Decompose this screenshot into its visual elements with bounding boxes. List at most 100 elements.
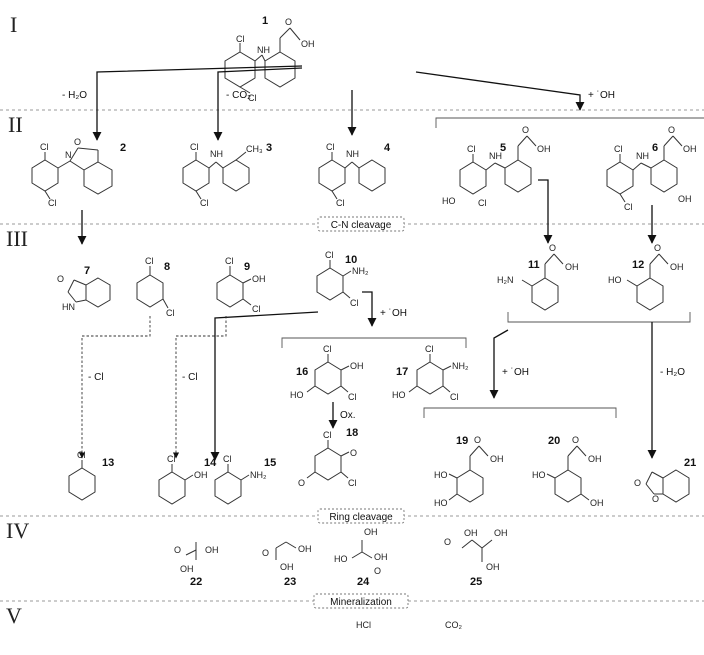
label-hydroxylation-3: + ˙OH [502,367,529,378]
compound-10: Cl NH₂ Cl 10 [316,250,369,308]
svg-text:O: O [74,137,81,147]
svg-text:Cl: Cl [350,298,359,308]
label-dehydration-2: - H₂O [660,367,685,378]
svg-text:NH: NH [636,151,649,161]
svg-text:24: 24 [357,576,370,588]
svg-text:Cl: Cl [200,198,209,208]
label-dechlorination-1: - Cl [88,372,104,383]
svg-text:OH: OH [205,545,219,555]
compound-4: NH Cl Cl 4 [318,142,391,208]
compound-9: Cl OH Cl 9 [216,256,266,314]
svg-text:19: 19 [456,435,468,447]
svg-text:HO: HO [532,470,546,480]
compound-15: Cl NH₂ 15 [214,454,276,505]
svg-text:OH: OH [180,564,194,574]
svg-text:20: 20 [548,435,560,447]
svg-text:HO: HO [290,390,304,400]
svg-text:22: 22 [190,576,202,588]
svg-text:HO: HO [392,390,406,400]
svg-text:HO: HO [334,554,348,564]
svg-text:Cl: Cl [624,202,633,212]
svg-text:6: 6 [652,142,658,154]
svg-text:NH: NH [346,149,359,159]
svg-text:O: O [668,125,675,135]
stage-label-4: IV [6,518,29,543]
arrows-from-10 [210,291,377,461]
svg-text:CH₃: CH₃ [246,144,263,154]
svg-text:5: 5 [500,142,506,154]
svg-text:OH: OH [683,144,697,154]
compound-22: O OH OH 22 [174,542,219,588]
compound-14: Cl OH 14 [158,454,217,505]
svg-text:Cl: Cl [236,34,245,44]
compound-24: OH HO OH O 24 [334,527,388,588]
arrows-from-11-12 [489,322,657,459]
compound-17: Cl NH₂ Cl HO 17 [392,344,469,402]
svg-text:Cl: Cl [190,142,199,152]
svg-text:OH: OH [588,454,602,464]
stage-label-5: V [6,603,22,628]
svg-text:Cl: Cl [145,256,154,266]
svg-text:OH: OH [374,552,388,562]
svg-text:HO: HO [434,498,448,508]
svg-text:O: O [652,494,659,504]
arrows-from-1 [92,65,585,141]
svg-text:Cl: Cl [478,198,487,208]
product-co2: CO₂ [445,620,463,630]
svg-text:3: 3 [266,142,272,154]
svg-text:O: O [298,478,305,488]
svg-text:Cl: Cl [323,344,332,354]
svg-text:Cl: Cl [425,344,434,354]
label-oxidation: Ox. [340,410,356,421]
bracket-11-12 [507,312,691,323]
svg-text:Cl: Cl [323,430,332,440]
svg-text:Cl: Cl [252,304,261,314]
svg-text:12: 12 [632,259,644,271]
svg-text:O: O [572,435,579,445]
compound-13: Cl 13 [68,450,114,501]
svg-text:O: O [285,17,292,27]
svg-text:NH₂: NH₂ [250,470,267,480]
svg-text:NH₂: NH₂ [352,266,369,276]
stage-label-1: I [10,12,17,37]
svg-text:O: O [474,435,481,445]
label-hydroxylation-1: + ˙OH [588,90,615,101]
svg-text:25: 25 [470,576,482,588]
mineralization-box: Mineralization [313,593,409,609]
svg-text:Cl: Cl [325,250,334,260]
svg-text:15: 15 [264,457,276,469]
svg-text:OH: OH [364,527,378,537]
compound-18: Cl O Cl O 18 [298,427,358,488]
svg-text:N: N [65,150,72,160]
svg-text:Cl: Cl [167,454,176,464]
product-hcl: HCl [356,620,371,630]
compound-12: HO O OH 12 [608,243,684,311]
svg-text:O: O [174,545,181,555]
svg-text:13: 13 [102,457,114,469]
dechlorination-arrows [78,316,227,459]
svg-text:Cl: Cl [614,144,623,154]
svg-text:OH: OH [486,562,500,572]
bracket-16-17 [281,337,467,348]
svg-text:O: O [634,478,641,488]
svg-text:Cl: Cl [336,198,345,208]
svg-text:O: O [57,274,64,284]
compound-11: H₂N O OH 11 [497,243,579,311]
ring-cleavage-box: Ring cleavage [317,508,405,524]
svg-text:23: 23 [284,576,296,588]
svg-text:OH: OH [590,498,604,508]
svg-text:Cl: Cl [223,454,232,464]
svg-text:Cl: Cl [166,308,175,318]
compound-5: NH O OH Cl Cl HO 5 [442,125,551,208]
compound-21: O O 21 [634,457,696,504]
svg-text:OH: OH [678,194,692,204]
svg-text:14: 14 [204,457,217,469]
svg-text:OH: OH [194,470,208,480]
compound-23: OH OH O 23 [262,541,312,588]
svg-text:O: O [350,448,357,458]
stage-label-2: II [8,112,23,137]
svg-text:O: O [374,566,381,576]
svg-text:Cl: Cl [450,392,459,402]
svg-text:HO: HO [434,470,448,480]
